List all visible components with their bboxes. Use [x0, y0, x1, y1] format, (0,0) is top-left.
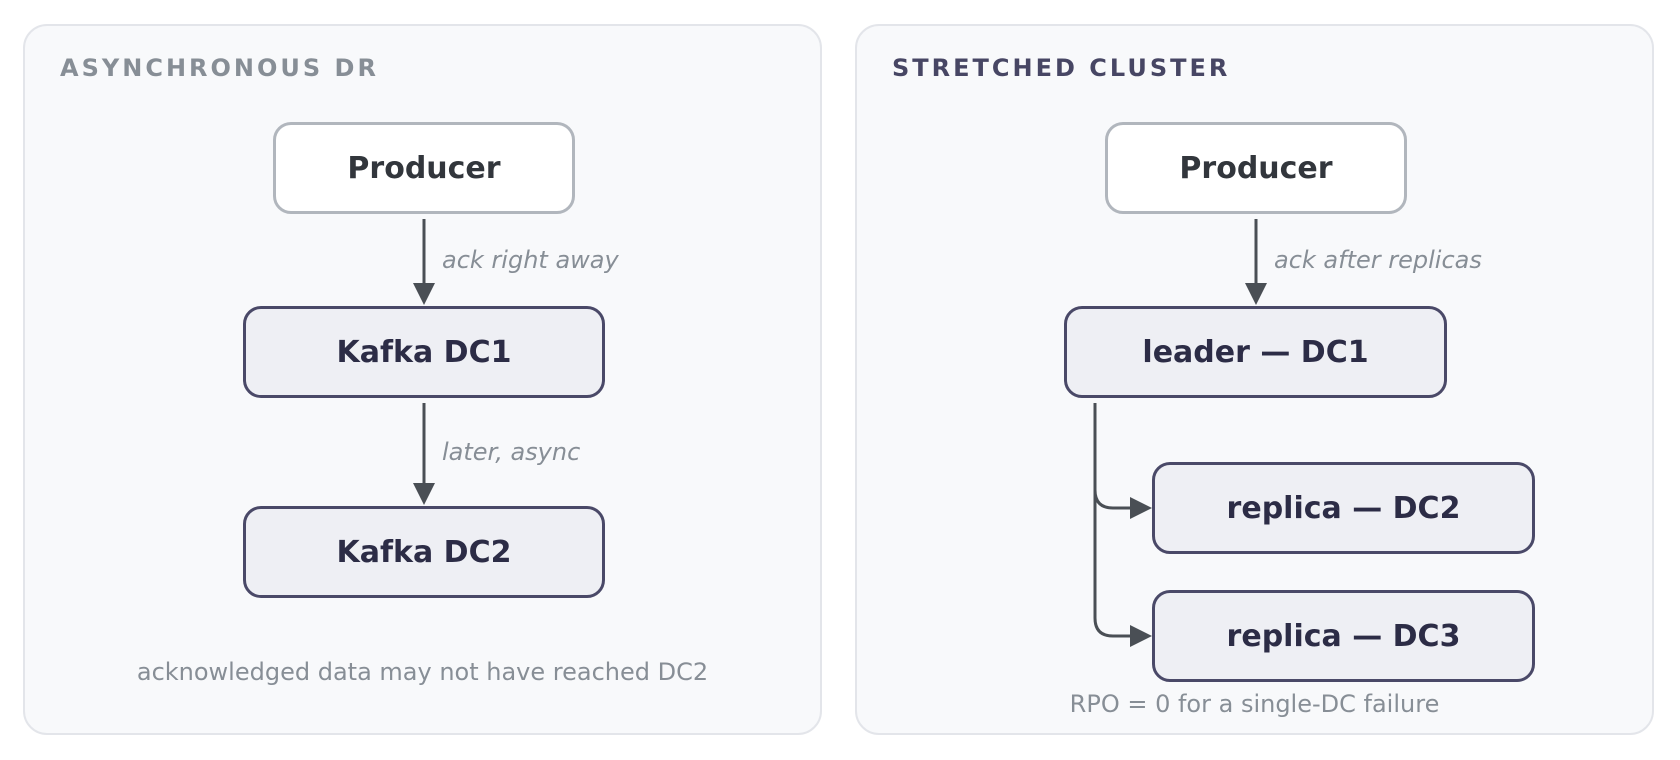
replica-dc3-node: replica — DC3 — [1152, 590, 1535, 682]
node-label: Producer — [1179, 150, 1333, 186]
node-label: Producer — [347, 150, 501, 186]
node-label: replica — DC3 — [1226, 618, 1461, 654]
edge-label-ack-after-replicas: ack after replicas — [1274, 246, 1482, 274]
node-label: Kafka DC2 — [336, 534, 512, 570]
leader-dc1-node: leader — DC1 — [1064, 306, 1447, 398]
producer-node-left: Producer — [273, 122, 575, 214]
left-caption: acknowledged data may not have reached D… — [136, 658, 709, 686]
edge-label-later-async: later, async — [442, 438, 581, 466]
producer-node-right: Producer — [1105, 122, 1407, 214]
node-label: Kafka DC1 — [336, 334, 512, 370]
panel-title: ASYNCHRONOUS DR — [60, 54, 379, 82]
right-caption: RPO = 0 for a single-DC failure — [1069, 690, 1440, 718]
edge-label-ack-right-away: ack right away — [442, 246, 619, 274]
panel-title: STRETCHED CLUSTER — [892, 54, 1231, 82]
node-label: replica — DC2 — [1226, 490, 1461, 526]
node-label: leader — DC1 — [1142, 334, 1369, 370]
kafka-dc1-node: Kafka DC1 — [243, 306, 605, 398]
replica-dc2-node: replica — DC2 — [1152, 462, 1535, 554]
kafka-dc2-node: Kafka DC2 — [243, 506, 605, 598]
